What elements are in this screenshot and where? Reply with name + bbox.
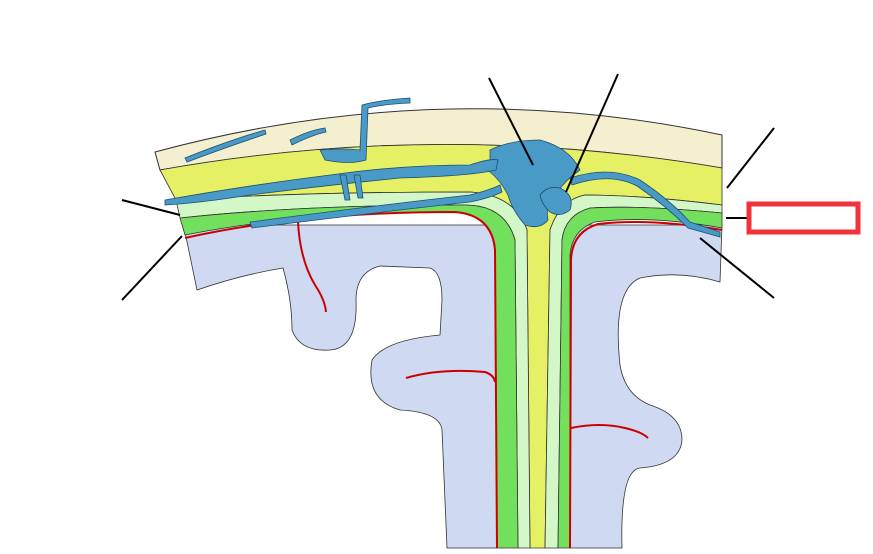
leader-line-sinus (488, 77, 534, 166)
leader-line-dura-right (726, 127, 775, 189)
vein-right (569, 171, 721, 238)
diploic-vein (319, 97, 411, 163)
leader-line-pia-left (121, 235, 183, 301)
leader-line-granulation (565, 73, 619, 193)
cortical-vein-left (249, 184, 503, 229)
artery-branch-2 (405, 369, 496, 383)
artery-branch-1 (297, 221, 327, 313)
leader-line-bone-left (121, 199, 181, 216)
bridging-vein-left (164, 159, 499, 206)
highlighted-label-box[interactable] (746, 201, 861, 235)
connecting-vein (339, 174, 364, 201)
emissary-vein-left (184, 127, 327, 163)
artery-branch-3 (570, 424, 649, 439)
leader-line-vein-right (699, 237, 775, 299)
artery-surface-left (184, 210, 498, 549)
label-leader-lines (121, 73, 775, 301)
arachnoid-granulation (539, 186, 572, 215)
brain-cortex (184, 224, 723, 549)
venous-system (164, 97, 721, 238)
